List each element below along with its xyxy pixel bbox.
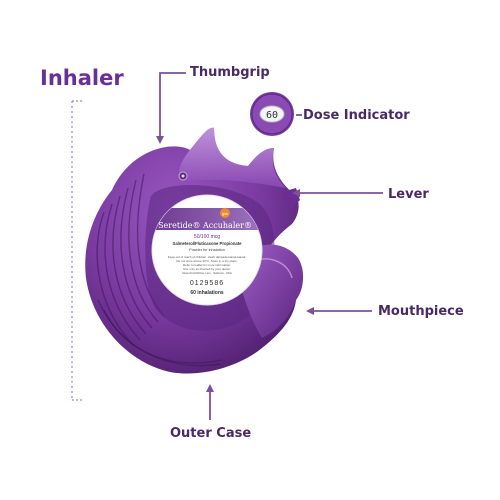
- sticker-product-name: Seretide® Accuhaler®: [158, 221, 252, 230]
- leader-lines: [156, 72, 383, 420]
- sticker-inhalations: 60 inhalations: [190, 290, 224, 296]
- label-thumbgrip: Thumbgrip: [190, 65, 270, 80]
- outer-case-ridges: [96, 173, 223, 367]
- sticker-brand-badge: gsk: [222, 211, 228, 216]
- sticker-warning-line: Keep out of reach of children. Jauhi dar…: [168, 255, 247, 259]
- label-mouthpiece: Mouthpiece: [378, 304, 464, 319]
- sticker-text: gsk Seretide® Accuhaler® 50/100 mcg Salm…: [158, 110, 278, 296]
- gsk-badge: [220, 208, 230, 218]
- sticker-warning-line: Do not store above 30°C. Store in a dry …: [176, 259, 237, 263]
- sticker-form: Powder for inhalation: [189, 248, 225, 252]
- thumbgrip-shape: [178, 127, 286, 188]
- label-lever: Lever: [388, 187, 429, 202]
- sticker-batch-number: 0129586: [190, 280, 224, 287]
- dose-counter-value: 60: [266, 110, 278, 121]
- sticker-strength: 50/100 mcg: [194, 234, 220, 240]
- sticker-warning-line: Refer to leaflet for more information.: [183, 263, 231, 267]
- dose-indicator-window: [250, 92, 294, 136]
- sticker-warning-line: GlaxoSmithKline LLC., Sabulon, USA: [182, 271, 232, 275]
- label-outer-case: Outer Case: [170, 426, 252, 441]
- sticker-ingredients: Salmeterol/Fluticasone Propionate: [173, 241, 243, 246]
- product-sticker: [151, 194, 263, 306]
- diagram-title: Inhaler: [40, 66, 124, 90]
- title-bracket: [71, 100, 84, 401]
- label-dose-indicator: Dose Indicator: [303, 108, 410, 123]
- sticker-warning-line: Use only as directed by your doctor.: [183, 267, 231, 271]
